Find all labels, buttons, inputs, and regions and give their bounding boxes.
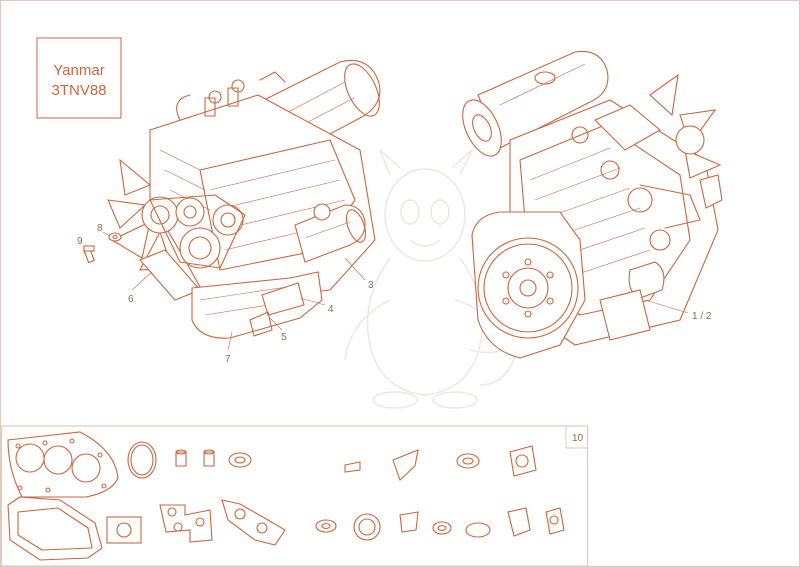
callout-7: 7 <box>225 354 231 365</box>
small-gasket-1 <box>344 461 361 473</box>
callout-3: 3 <box>368 280 374 291</box>
seal-ring <box>228 452 252 468</box>
callout-1-2: 1 / 2 <box>692 311 712 322</box>
watermark-mascot <box>344 149 521 409</box>
callout-8: 8 <box>97 223 103 234</box>
head-gasket <box>7 431 119 498</box>
intake-manifold-gasket <box>159 504 213 543</box>
model-name: 3TNV88 <box>51 82 106 99</box>
model-title-box: Yanmar 3TNV88 <box>36 37 122 119</box>
pump-gasket <box>509 445 537 477</box>
small-gasket-2 <box>399 511 419 533</box>
callout-5: 5 <box>281 332 287 343</box>
crush-washer-2 <box>432 521 452 535</box>
o-ring-large <box>127 441 157 479</box>
callout-leaders <box>83 231 689 351</box>
oval-gasket-1 <box>456 453 480 469</box>
engine-right-view <box>462 50 723 359</box>
bracket-gasket <box>392 449 419 481</box>
oil-pan-gasket <box>7 496 103 561</box>
gasket-kit-panel: 10 <box>0 425 589 567</box>
o-ring-small <box>465 522 491 538</box>
crush-washer-1 <box>315 519 337 533</box>
valve-seal-1 <box>175 451 187 467</box>
brand-name: Yanmar <box>53 62 104 79</box>
cover-gasket <box>507 507 531 537</box>
cooling-fan-right <box>649 73 722 179</box>
valve-seal-2 <box>203 451 215 467</box>
starter-motor-left <box>294 203 367 263</box>
thermostat-gasket <box>545 507 565 535</box>
oil-seal <box>353 513 381 541</box>
callout-6: 6 <box>128 294 134 305</box>
bolt-9 <box>83 245 95 264</box>
callout-10: 10 <box>572 433 584 444</box>
callout-4: 4 <box>328 304 334 315</box>
exhaust-manifold-gasket <box>221 499 286 546</box>
washer-8 <box>108 232 122 242</box>
flange-gasket-square <box>106 516 142 544</box>
cooling-fan-left <box>107 158 173 271</box>
engine-left-view <box>83 59 381 339</box>
callout-9: 9 <box>77 236 83 247</box>
